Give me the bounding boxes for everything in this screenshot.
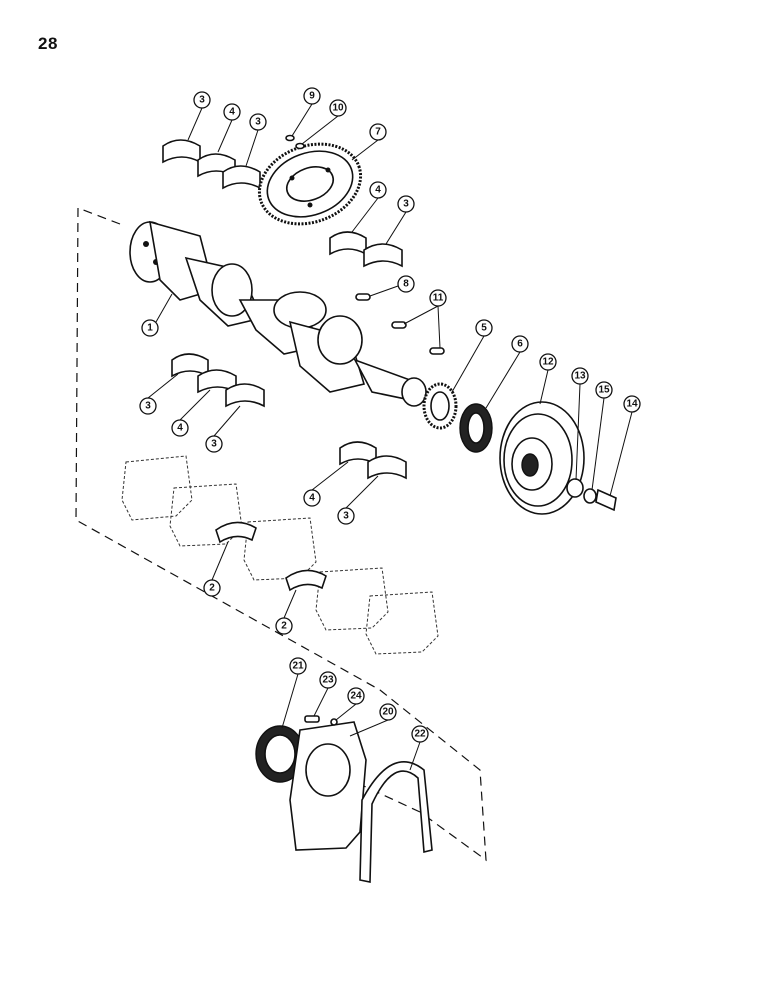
callout-2b: 2 [275,617,293,635]
svg-text:3: 3 [199,95,205,106]
callout-15: 15 [595,381,613,399]
callout-5: 5 [475,319,493,337]
callout-3d: 3 [139,397,157,415]
svg-text:5: 5 [481,323,487,334]
svg-text:20: 20 [382,707,394,718]
svg-text:21: 21 [292,661,304,672]
svg-text:6: 6 [517,339,523,350]
callout-14: 14 [623,395,641,413]
svg-text:3: 3 [255,117,261,128]
svg-text:14: 14 [626,399,638,410]
svg-text:4: 4 [229,107,235,118]
svg-text:8: 8 [403,279,409,290]
callout-4a: 4 [223,103,241,121]
svg-text:3: 3 [403,199,409,210]
front-oil-seal [459,403,493,453]
callout-24: 24 [347,687,365,705]
page-number: 28 [38,34,58,53]
callout-12: 12 [539,353,557,371]
callout-21: 21 [289,657,307,675]
svg-text:3: 3 [211,439,217,450]
callout-leader-lines [147,103,633,771]
main-bearing-shells-upper [162,139,261,190]
thrust-bearing-shells-upper [329,231,403,268]
callout-8: 8 [397,275,415,293]
svg-text:4: 4 [309,493,315,504]
callout-3a: 3 [193,91,211,109]
svg-text:3: 3 [343,511,349,522]
callout-7: 7 [369,123,387,141]
crankshaft [129,220,427,407]
svg-text:2: 2 [281,621,287,632]
retainer-gasket [359,760,433,883]
callout-4d: 4 [303,489,321,507]
svg-text:10: 10 [332,103,344,114]
rear-seal-retainer [289,721,367,851]
svg-text:23: 23 [322,675,334,686]
callout-10: 10 [329,99,347,117]
callout-3f: 3 [337,507,355,525]
svg-text:12: 12 [542,357,554,368]
crankshaft-pulley [499,401,585,515]
svg-text:15: 15 [598,385,610,396]
svg-text:3: 3 [145,401,151,412]
main-bearing-shells-lower [171,353,407,480]
svg-text:7: 7 [375,127,381,138]
callout-11: 11 [429,289,447,307]
svg-text:13: 13 [574,371,586,382]
callout-6: 6 [511,335,529,353]
crankshaft-timing-gear [422,382,458,430]
callout-9: 9 [303,87,321,105]
crankshaft-gear [257,142,363,226]
gear-dowel-pins [285,134,305,150]
crankshaft-keys [355,293,445,355]
svg-text:4: 4 [177,423,183,434]
callout-23: 23 [319,671,337,689]
svg-text:9: 9 [309,91,315,102]
callout-1: 1 [141,319,159,337]
callout-22: 22 [411,725,429,743]
thrust-washers [215,521,327,592]
svg-text:24: 24 [350,691,362,702]
callout-2a: 2 [203,579,221,597]
callout-3e: 3 [205,435,223,453]
callout-13: 13 [571,367,589,385]
callout-3b: 3 [249,113,267,131]
bearing-caps-phantom [121,455,439,655]
callout-3c: 3 [397,195,415,213]
retainer-screws [304,715,338,726]
callout-4c: 4 [171,419,189,437]
svg-text:4: 4 [375,185,381,196]
pulley-washer-and-bolt [566,478,617,512]
assembly-boundary-outline [75,207,487,862]
callout-20: 20 [379,703,397,721]
svg-text:2: 2 [209,583,215,594]
svg-text:11: 11 [433,293,444,304]
svg-text:22: 22 [414,729,426,740]
svg-text:1: 1 [147,323,153,334]
callout-4b: 4 [369,181,387,199]
